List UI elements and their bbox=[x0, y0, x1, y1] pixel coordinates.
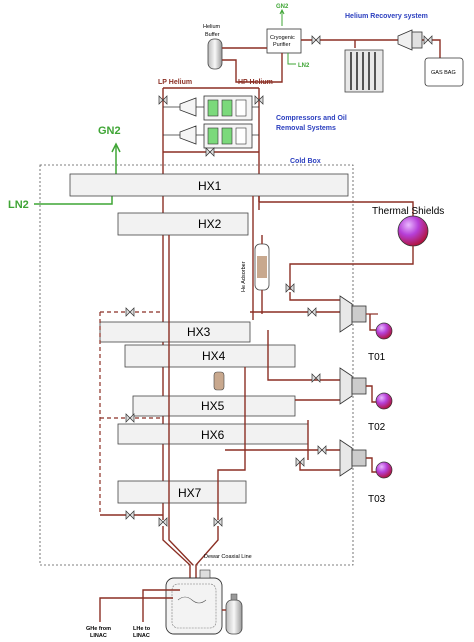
t03-load-vessel bbox=[375, 461, 393, 479]
hx2: HX2 bbox=[117, 212, 249, 236]
hx7: HX7 bbox=[117, 480, 247, 504]
svg-text:HX7: HX7 bbox=[178, 486, 202, 500]
helium-buffer-label-2: Buffer bbox=[205, 32, 220, 38]
ghe-from-linac-pipe bbox=[99, 597, 173, 622]
dewar-gas-cylinder bbox=[225, 593, 243, 635]
compressors-label-2: Removal Systems bbox=[276, 125, 336, 132]
compressors-label-1: Compressors and Oil bbox=[276, 115, 347, 122]
hp-down-pipe bbox=[217, 367, 246, 520]
t03-loop bbox=[366, 457, 378, 473]
t01-valve-b[interactable] bbox=[311, 373, 321, 383]
hx4: HX4 bbox=[124, 344, 296, 368]
compressor-bypass-valve[interactable] bbox=[205, 147, 215, 157]
t03-valve[interactable] bbox=[295, 457, 305, 467]
thermal-shields-return-pipe bbox=[289, 246, 414, 290]
ghe-from-linac-label-1: GHe from bbox=[86, 626, 111, 632]
helium-recovery-label: Helium Recovery system bbox=[345, 13, 428, 20]
hp-bottom-valve[interactable] bbox=[213, 517, 223, 527]
recovery-valve-2[interactable] bbox=[423, 35, 433, 45]
ghe-from-linac-label-2: LINAC bbox=[90, 633, 107, 639]
cryogenic-purifier: Cryogenic Purifier bbox=[266, 28, 302, 54]
adsorber-valve[interactable] bbox=[285, 283, 295, 293]
bypass-valve-1[interactable] bbox=[125, 307, 135, 317]
t02-loop bbox=[366, 385, 378, 403]
t03-valve-b[interactable] bbox=[317, 445, 327, 455]
gn2-top-arrow bbox=[279, 8, 285, 15]
lhe-to-linac-pipe bbox=[142, 589, 180, 622]
ln2-top-label: LN2 bbox=[298, 63, 310, 69]
adsorber-to-t01 bbox=[289, 292, 340, 301]
he-adsorber-label: He Adsorber bbox=[241, 261, 247, 292]
gn2-arrow bbox=[111, 142, 121, 153]
gas-cylinder-bank bbox=[344, 49, 384, 93]
cold-box-label: Cold Box bbox=[290, 158, 321, 165]
gn2-top-label: GN2 bbox=[276, 4, 289, 10]
gas-bag: GAS BAG bbox=[424, 57, 464, 87]
svg-text:HX4: HX4 bbox=[202, 349, 226, 363]
svg-text:HX3: HX3 bbox=[187, 325, 211, 339]
compressor-1 bbox=[179, 95, 253, 121]
helium-buffer-tank bbox=[207, 38, 223, 70]
lp-header-valve[interactable] bbox=[158, 95, 168, 105]
hp-helium-label: HP Helium bbox=[238, 79, 273, 86]
svg-text:HX2: HX2 bbox=[198, 217, 222, 231]
buffer-to-hp-pipe bbox=[222, 59, 262, 83]
t01-valve-a[interactable] bbox=[307, 307, 317, 317]
gn2-label: GN2 bbox=[98, 125, 121, 137]
t02-load-vessel bbox=[375, 392, 393, 410]
purifier-to-hp-pipe bbox=[262, 53, 283, 83]
thermal-shields-label: Thermal Shields bbox=[372, 206, 444, 217]
lp-helium-label: LP Helium bbox=[158, 79, 192, 86]
t01-loop bbox=[369, 314, 378, 331]
svg-text:Purifier: Purifier bbox=[273, 42, 291, 48]
svg-text:GAS BAG: GAS BAG bbox=[431, 70, 456, 76]
hp-to-dewar bbox=[195, 526, 219, 578]
bypass-valve-2[interactable] bbox=[125, 413, 135, 423]
ln2-label: LN2 bbox=[8, 199, 29, 211]
coax-inner bbox=[168, 520, 194, 566]
to-thermal-shields-pipe bbox=[259, 201, 414, 218]
hx5: HX5 bbox=[132, 395, 296, 417]
turbine-t01 bbox=[339, 295, 378, 333]
hx3: HX3 bbox=[99, 321, 251, 343]
he-adsorber bbox=[254, 243, 270, 291]
turbine-t03 bbox=[339, 439, 367, 477]
thermal-shields-vessel bbox=[397, 215, 429, 247]
turbine-t02 bbox=[339, 367, 367, 405]
bypass-valve-3[interactable] bbox=[125, 510, 135, 520]
t02-label: T02 bbox=[368, 422, 386, 433]
lhe-to-linac-label-2: LINAC bbox=[133, 633, 150, 639]
helium-buffer-label-1: Helium bbox=[203, 24, 221, 30]
t03-return-pipe bbox=[299, 462, 340, 471]
lp-to-dewar bbox=[162, 526, 191, 578]
svg-text:Cryogenic: Cryogenic bbox=[270, 35, 295, 41]
dewar bbox=[165, 569, 223, 635]
lp-bottom-valve[interactable] bbox=[158, 517, 168, 527]
small-adsorber bbox=[213, 371, 225, 391]
t01-label: T01 bbox=[368, 352, 386, 363]
hx1: HX1 bbox=[69, 173, 349, 197]
compressor-2 bbox=[179, 123, 253, 149]
t01-return-pipe bbox=[267, 330, 340, 381]
ln2-top-line bbox=[287, 53, 296, 65]
t03-label: T03 bbox=[368, 494, 386, 505]
svg-text:HX1: HX1 bbox=[198, 179, 222, 193]
hx6: HX6 bbox=[117, 423, 309, 445]
hp-header-valve[interactable] bbox=[254, 95, 264, 105]
svg-text:HX6: HX6 bbox=[201, 428, 225, 442]
lhe-to-linac-label-1: LHe to bbox=[133, 626, 151, 632]
svg-text:HX5: HX5 bbox=[201, 399, 225, 413]
t01-load-vessel bbox=[375, 322, 393, 340]
dewar-coaxial-label: Dewar Coaxial Line bbox=[204, 554, 252, 560]
recovery-valve-1[interactable] bbox=[311, 35, 321, 45]
ln2-line bbox=[34, 196, 113, 205]
recovery-compressor bbox=[397, 29, 423, 51]
